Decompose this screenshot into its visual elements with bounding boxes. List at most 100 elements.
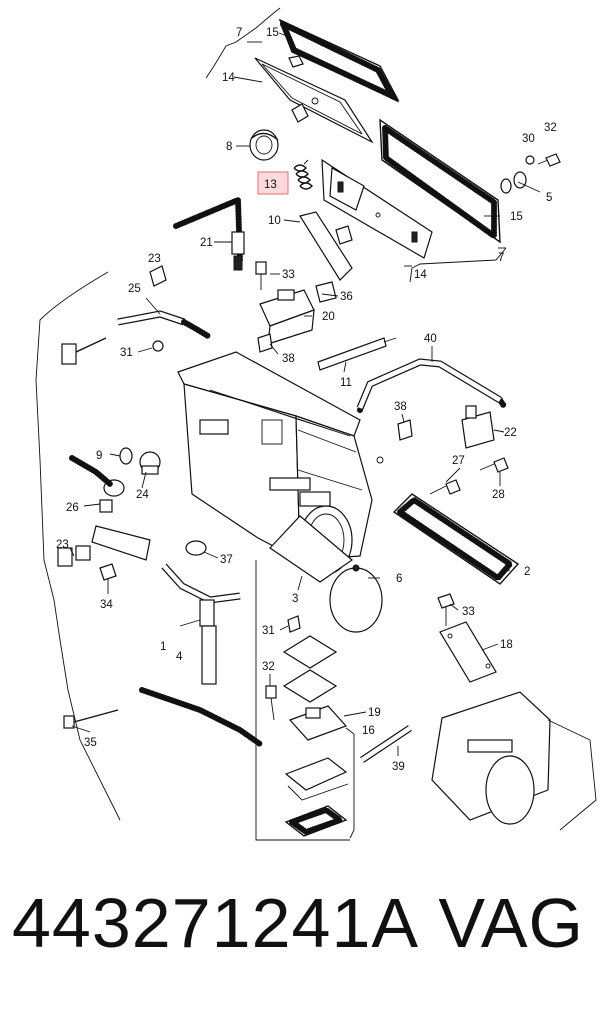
clip-38-top: [257, 333, 273, 353]
label-30: 30: [522, 133, 535, 145]
screw-31-left: [152, 340, 164, 352]
connector-21: [231, 231, 245, 271]
screw-31-mid: [287, 615, 301, 633]
screw-32-right: [537, 153, 561, 167]
highlight-box-13: [257, 171, 289, 195]
spring-13: [293, 159, 313, 190]
sensor-24: [139, 451, 161, 475]
gasket-15-upper: [277, 17, 400, 103]
label-36: 36: [340, 291, 353, 303]
ring-9: [119, 447, 133, 465]
cable-tie-35: [63, 709, 119, 729]
label-32-lower: 32: [262, 661, 275, 673]
clip-38-mid: [397, 419, 413, 441]
label-23-top: 23: [148, 253, 161, 265]
flap-10: [299, 211, 353, 281]
housing-detail-right: [431, 691, 597, 831]
label-34: 34: [100, 599, 113, 611]
label-9: 9: [96, 450, 102, 462]
part-number: 443271241A: [12, 884, 420, 962]
clip-lower: [335, 225, 353, 245]
label-31-mid: 31: [262, 625, 275, 637]
shaft: [199, 419, 331, 507]
grille-6: [329, 564, 383, 633]
label-21: 21: [200, 237, 213, 249]
leader-lines: [69, 32, 541, 756]
rod-11: [317, 337, 397, 371]
valve-19: [288, 705, 348, 741]
gasket-lower-3: [284, 805, 348, 837]
label-1: 1: [160, 641, 166, 653]
bracket-line-7-lower: [409, 247, 507, 283]
label-6: 6: [396, 573, 402, 585]
label-40: 40: [424, 333, 437, 345]
label-31-left: 31: [120, 347, 133, 359]
plate-18: [439, 621, 497, 683]
clamp-37: [185, 540, 207, 556]
hose-1-4: [161, 563, 241, 685]
screw-28: [479, 457, 509, 473]
outlet-tube-3: [269, 505, 353, 583]
label-28: 28: [492, 489, 505, 501]
label-39: 39: [392, 761, 405, 773]
label-3: 3: [292, 593, 298, 605]
label-15-lower: 15: [510, 211, 523, 223]
label-5: 5: [546, 192, 552, 204]
cover-plate-14-upper: [254, 57, 374, 144]
label-19: 19: [368, 707, 381, 719]
bracket-line-7b: [235, 7, 281, 43]
hose-top-left: [173, 195, 243, 263]
heater-housing: [177, 351, 384, 562]
screw-27: [429, 479, 461, 495]
label-23-lower: 23: [56, 539, 69, 551]
gasket-15-lower: [379, 118, 501, 244]
label-18: 18: [500, 639, 513, 651]
switch-22: [461, 405, 495, 449]
label-13: 13: [264, 179, 277, 191]
label-2: 2: [524, 566, 530, 578]
label-32-right: 32: [544, 122, 557, 134]
label-15-top: 15: [266, 27, 279, 39]
bracket-16: [345, 727, 355, 839]
label-26: 26: [66, 502, 79, 514]
nut-upper: [288, 55, 304, 68]
grommet-8: [249, 129, 279, 161]
label-11: 11: [340, 377, 352, 389]
label-35: 35: [84, 737, 97, 749]
gasket-lower-2: [282, 669, 338, 703]
clip-36: [315, 281, 337, 303]
bracket-lower-left: [57, 525, 151, 567]
hose-40: [356, 358, 507, 413]
hose-39: [360, 725, 412, 763]
scope-outline: [255, 560, 350, 841]
screw-34: [99, 563, 117, 581]
label-24: 24: [136, 489, 149, 501]
screw-33-right: [437, 593, 455, 626]
hose-lower-left: [139, 687, 263, 747]
diagram-canvas: 7 15 14 8 30 32 5 13 10 15 7 14 21 23 33…: [35, 7, 597, 841]
clip-upper: [291, 103, 309, 123]
bracket-23-top: [149, 265, 167, 287]
label-4: 4: [176, 651, 183, 663]
gasket-lower-1: [282, 635, 338, 669]
label-7-lower: 7: [498, 252, 504, 264]
part-labels: 7 15 14 8 30 32 5 13 10 15 7 14 21 23 33…: [56, 27, 557, 773]
label-8: 8: [226, 141, 232, 153]
bracket-line-7: [205, 41, 237, 79]
label-22: 22: [504, 427, 517, 439]
label-38-top: 38: [282, 353, 295, 365]
wiring-loop-left: [35, 271, 121, 821]
label-14-lower: 14: [414, 269, 427, 281]
hose-25: [117, 310, 211, 339]
label-33-top: 33: [282, 269, 295, 281]
screw-33-top: [255, 261, 267, 290]
label-38-mid: 38: [394, 401, 407, 413]
label-7-top: 7: [236, 27, 242, 39]
cover-plate-14-lower: [321, 158, 433, 259]
label-33-right: 33: [462, 606, 475, 618]
plug-left: [61, 337, 107, 365]
label-27: 27: [452, 455, 465, 467]
wire-9: [69, 455, 113, 487]
label-37: 37: [220, 554, 233, 566]
